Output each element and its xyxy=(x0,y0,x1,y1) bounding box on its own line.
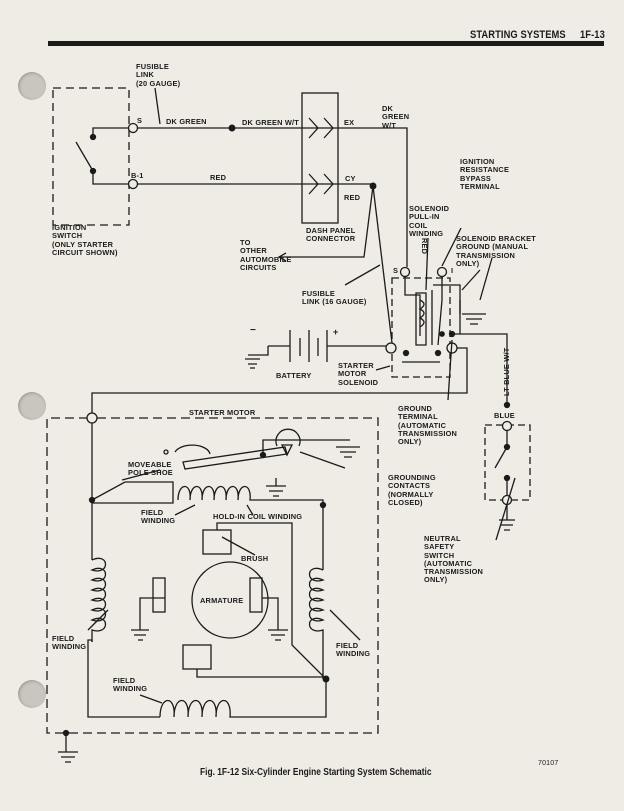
label-dk-green-wt-right: DK GREEN W/T xyxy=(382,104,410,130)
pole-shoe-pointer xyxy=(121,469,161,481)
hold-in-pointer xyxy=(246,504,254,516)
wire-to-other-circuits xyxy=(277,185,374,262)
label-dash-panel-connector: DASH PANEL CONNECTOR xyxy=(306,226,356,244)
label-brush: BRUSH xyxy=(241,554,269,563)
figure-number: 70107 xyxy=(538,760,559,767)
dash-panel-connector xyxy=(301,92,339,224)
brush-top xyxy=(202,529,232,555)
field-left-pointer xyxy=(87,609,109,631)
label-ex: EX xyxy=(344,118,355,127)
solenoid-bypass-pointer xyxy=(441,227,462,267)
label-battery: BATTERY xyxy=(276,371,312,380)
field-winding-top-coil xyxy=(177,485,324,570)
motor-ground xyxy=(58,733,78,763)
label-ground-terminal: GROUND TERMINAL (AUTOMATIC TRANSMISSION … xyxy=(398,404,458,447)
label-red-vertical: RED xyxy=(420,238,429,255)
label-field-winding-top: FIELD WINDING xyxy=(141,508,176,526)
pole-shoe-lever xyxy=(174,428,301,470)
label-cy: CY xyxy=(345,174,356,183)
label-fusible-link-20: FUSIBLE LINK (20 GAUGE) xyxy=(136,62,181,88)
section-title: STARTING SYSTEMS xyxy=(470,29,566,41)
label-b1-terminal: B-1 xyxy=(131,171,144,180)
terminal-b1 xyxy=(127,178,139,190)
label-to-other-circuits: TO OTHER AUTOMOBILE CIRCUITS xyxy=(240,238,292,272)
label-starter-motor-solenoid: STARTER MOTOR SOLENOID xyxy=(338,361,379,387)
neutral-switch-pointer xyxy=(495,477,516,541)
label-red: RED xyxy=(210,173,227,182)
field-winding-right-coil xyxy=(308,567,325,679)
label-s-terminal: S xyxy=(137,116,143,125)
label-moveable-pole-shoe: MOVEABLE POLE SHOE xyxy=(128,460,173,478)
label-field-winding-right: FIELD WINDING xyxy=(336,641,371,659)
label-sol-s: S xyxy=(393,266,399,275)
label-ignition-switch: IGNITION SWITCH (ONLY STARTER CIRCUIT SH… xyxy=(52,223,118,257)
label-fusible-link-16: FUSIBLE LINK (16 GAUGE) xyxy=(302,289,367,307)
starter-motor-box xyxy=(46,417,379,734)
brush-bottom xyxy=(182,644,212,670)
solenoid-pullin-pointer xyxy=(425,237,429,291)
label-field-winding-bottom: FIELD WINDING xyxy=(113,676,148,694)
label-dk-green-wt: DK GREEN W/T xyxy=(242,118,300,127)
label-ignition-bypass: IGNITION RESISTANCE BYPASS TERMINAL xyxy=(460,157,510,191)
brush-pointer xyxy=(221,536,256,556)
label-solenoid-bracket: SOLENOID BRACKET GROUND (MANUAL TRANSMIS… xyxy=(456,234,536,268)
label-lt-blue-wt: LT BLUE W/T xyxy=(502,347,511,396)
field-winding-left-coil xyxy=(90,557,107,642)
wire-dk-green xyxy=(137,127,408,267)
fusible-link-16-pointer xyxy=(344,264,381,286)
armature-symbol xyxy=(191,561,269,639)
field-bottom-pointer xyxy=(139,694,163,704)
label-sol-i: I xyxy=(451,266,454,275)
label-armature: ARMATURE xyxy=(200,596,244,605)
label-red-cy: RED xyxy=(344,193,361,202)
label-neutral-safety-switch: NEUTRAL SAFETY SWITCH (AUTOMATIC TRANSMI… xyxy=(424,534,484,585)
connector-chevrons xyxy=(308,117,334,195)
header-rule xyxy=(48,41,604,46)
label-battery-minus: − xyxy=(250,325,257,336)
grounding-contacts xyxy=(262,439,360,469)
page-number: 1F-13 xyxy=(580,29,605,41)
solenoid-i-terminal xyxy=(436,266,448,278)
label-field-winding-left: FIELD WINDING xyxy=(52,634,87,652)
label-starter-motor: STARTER MOTOR xyxy=(189,408,256,417)
solenoid-s-terminal xyxy=(399,266,411,278)
wire-red-fusible-16 xyxy=(372,185,393,344)
hold-in-ground xyxy=(266,478,286,497)
label-hold-in-coil: HOLD-IN COIL WINDING xyxy=(213,512,303,521)
punch-hole xyxy=(18,72,46,100)
label-blue: BLUE xyxy=(494,411,515,420)
solenoid-battery-terminal xyxy=(385,342,397,354)
label-grounding-contacts: GROUNDING CONTACTS (NORMALLY CLOSED) xyxy=(388,473,436,507)
field-top-pointer xyxy=(174,504,196,516)
field-right-pointer xyxy=(329,609,361,641)
ignition-switch-contacts xyxy=(75,127,128,185)
label-dk-green: DK GREEN xyxy=(166,117,207,126)
ignition-switch-box xyxy=(52,87,130,226)
starter-solenoid-pointer xyxy=(375,365,391,371)
solenoid-box xyxy=(391,277,451,378)
battery-symbol xyxy=(245,330,386,369)
bracket-ground xyxy=(452,269,508,402)
solenoid-coil xyxy=(404,277,461,346)
punch-hole xyxy=(18,392,46,420)
fusible-link-20-pointer xyxy=(154,87,161,125)
motor-terminal xyxy=(86,412,98,424)
figure-caption: Fig. 1F-12 Six-Cylinder Engine Starting … xyxy=(200,766,432,778)
wire-motor-feed xyxy=(91,347,468,413)
armature-wiring xyxy=(131,522,327,680)
ground-terminal-pointer xyxy=(447,339,453,401)
punch-hole xyxy=(18,680,46,708)
label-battery-plus: + xyxy=(333,327,339,337)
label-solenoid-pullin: SOLENOID PULL-IN COIL WINDING xyxy=(409,204,450,238)
field-winding-bottom-coil xyxy=(159,679,327,718)
bracket-ground-pointer xyxy=(479,257,493,301)
